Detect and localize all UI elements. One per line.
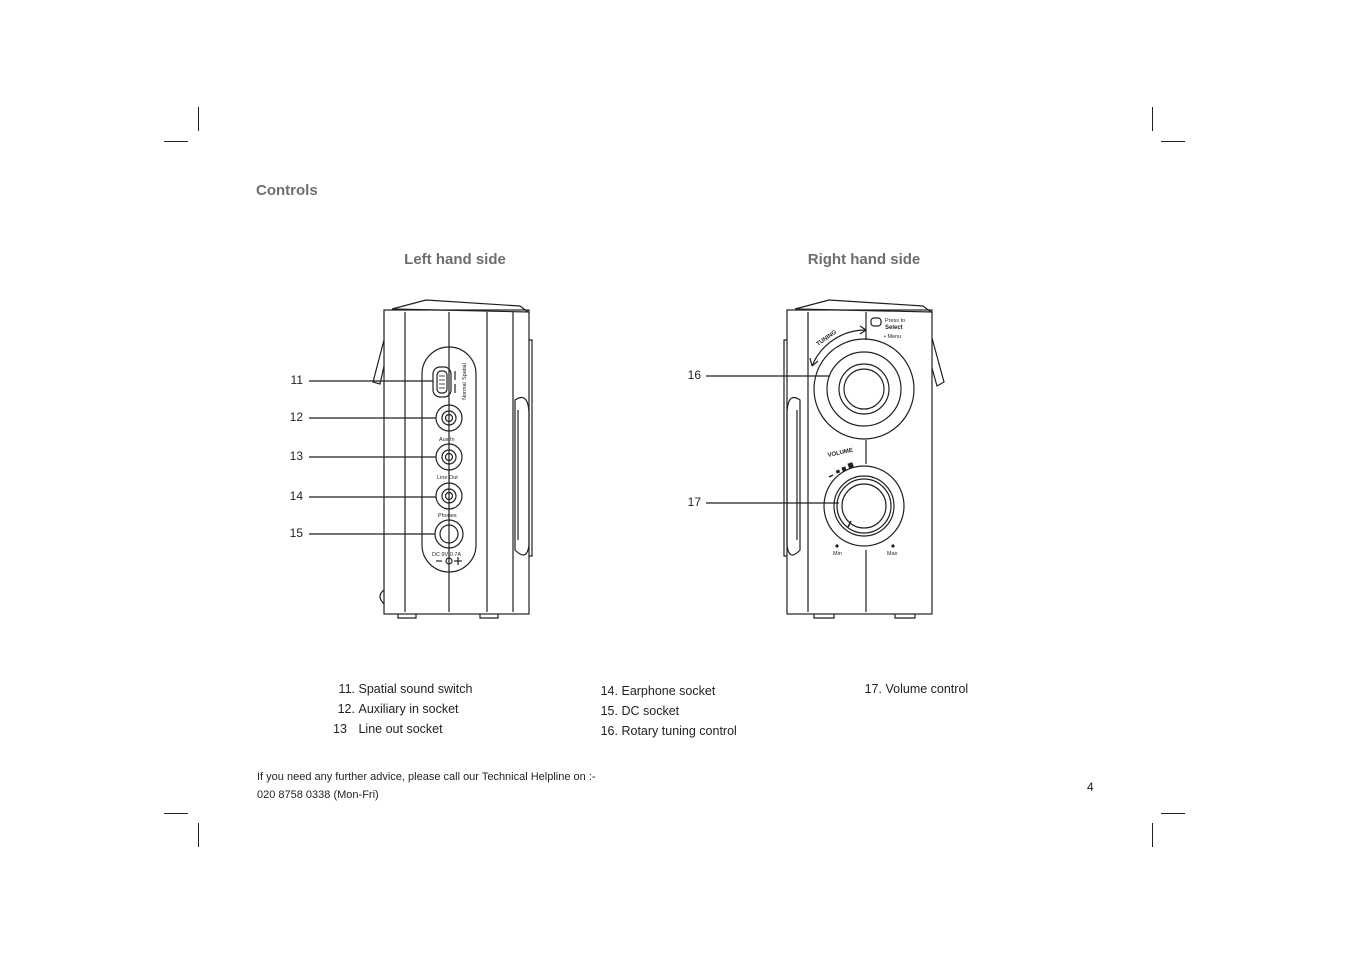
- callout-17: 17: [687, 495, 701, 509]
- legend-item: 17. Volume control: [860, 679, 969, 699]
- helpline-number: 020 8758 0338 (Mon-Fri): [257, 789, 379, 801]
- crop-mark: [1152, 823, 1153, 847]
- select-label: Select: [885, 325, 903, 331]
- right-radio-illustration: [706, 299, 945, 619]
- legend-text: Spatial sound switch: [358, 682, 473, 696]
- legend-number: 12.: [337, 702, 355, 716]
- min-label: Min: [833, 551, 842, 557]
- max-label: Max: [887, 551, 898, 557]
- legend-item: 16. Rotary tuning control: [596, 721, 737, 741]
- legend-text: Rotary tuning control: [621, 724, 737, 738]
- legend-text: Volume control: [885, 682, 969, 696]
- legend-column-3: 17. Volume control: [860, 679, 969, 699]
- legend-number: 14.: [600, 684, 618, 698]
- legend-number: 16.: [600, 724, 618, 738]
- left-radio-illustration: [309, 299, 533, 619]
- dc-rating-label: DC 9V 0.7A: [432, 552, 461, 558]
- legend-number: 15.: [600, 704, 618, 718]
- legend-item: 12. Auxiliary in socket: [333, 699, 472, 719]
- phones-label: Phones: [438, 513, 457, 519]
- crop-mark: [198, 107, 199, 131]
- legend-number: 13: [333, 722, 347, 736]
- legend-item: 13 Line out socket: [333, 719, 472, 739]
- crop-mark: [1161, 141, 1185, 142]
- legend-text: Line out socket: [358, 722, 443, 736]
- legend-item: 11. Spatial sound switch: [333, 679, 473, 699]
- callout-14: 14: [289, 489, 303, 503]
- press-label: Press to: [885, 318, 905, 324]
- callout-12: 12: [289, 410, 303, 424]
- helpline-footer: If you need any further advice, please c…: [257, 768, 596, 804]
- callout-11: 11: [290, 373, 303, 387]
- crop-mark: [1161, 813, 1185, 814]
- switch-label-normal: Normal: [462, 382, 468, 400]
- crop-mark: [198, 823, 199, 847]
- legend-number: 17.: [864, 682, 882, 696]
- callout-13: 13: [289, 449, 303, 463]
- volume-label: VOLUME: [827, 448, 853, 459]
- crop-mark: [164, 813, 188, 814]
- legend-item: 15. DC socket: [596, 701, 737, 721]
- legend-text: DC socket: [621, 704, 680, 718]
- legend-item: 14. Earphone socket: [596, 681, 737, 701]
- legend-number: 11.: [338, 682, 355, 696]
- legend-column-2: 14. Earphone socket 15. DC socket 16. Ro…: [596, 681, 737, 741]
- switch-label-spatial: Spatial: [462, 363, 468, 380]
- callout-15: 15: [289, 526, 303, 540]
- callout-16: 16: [687, 368, 701, 382]
- legend-column-1: 11. Spatial sound switch 12. Auxiliary i…: [333, 679, 472, 739]
- line-out-label: Line Out: [437, 475, 458, 481]
- legend-text: Earphone socket: [621, 684, 716, 698]
- crop-mark: [1152, 107, 1153, 131]
- helpline-text: If you need any further advice, please c…: [257, 771, 596, 783]
- right-side-title: Right hand side: [807, 251, 921, 268]
- aux-in-label: Aux In: [439, 437, 455, 443]
- menu-label: • Menu: [884, 334, 901, 340]
- left-side-title: Left hand side: [404, 251, 506, 268]
- section-title: Controls: [256, 182, 318, 199]
- legend-text: Auxiliary in socket: [358, 702, 459, 716]
- crop-mark: [164, 141, 188, 142]
- page-number: 4: [1087, 780, 1094, 794]
